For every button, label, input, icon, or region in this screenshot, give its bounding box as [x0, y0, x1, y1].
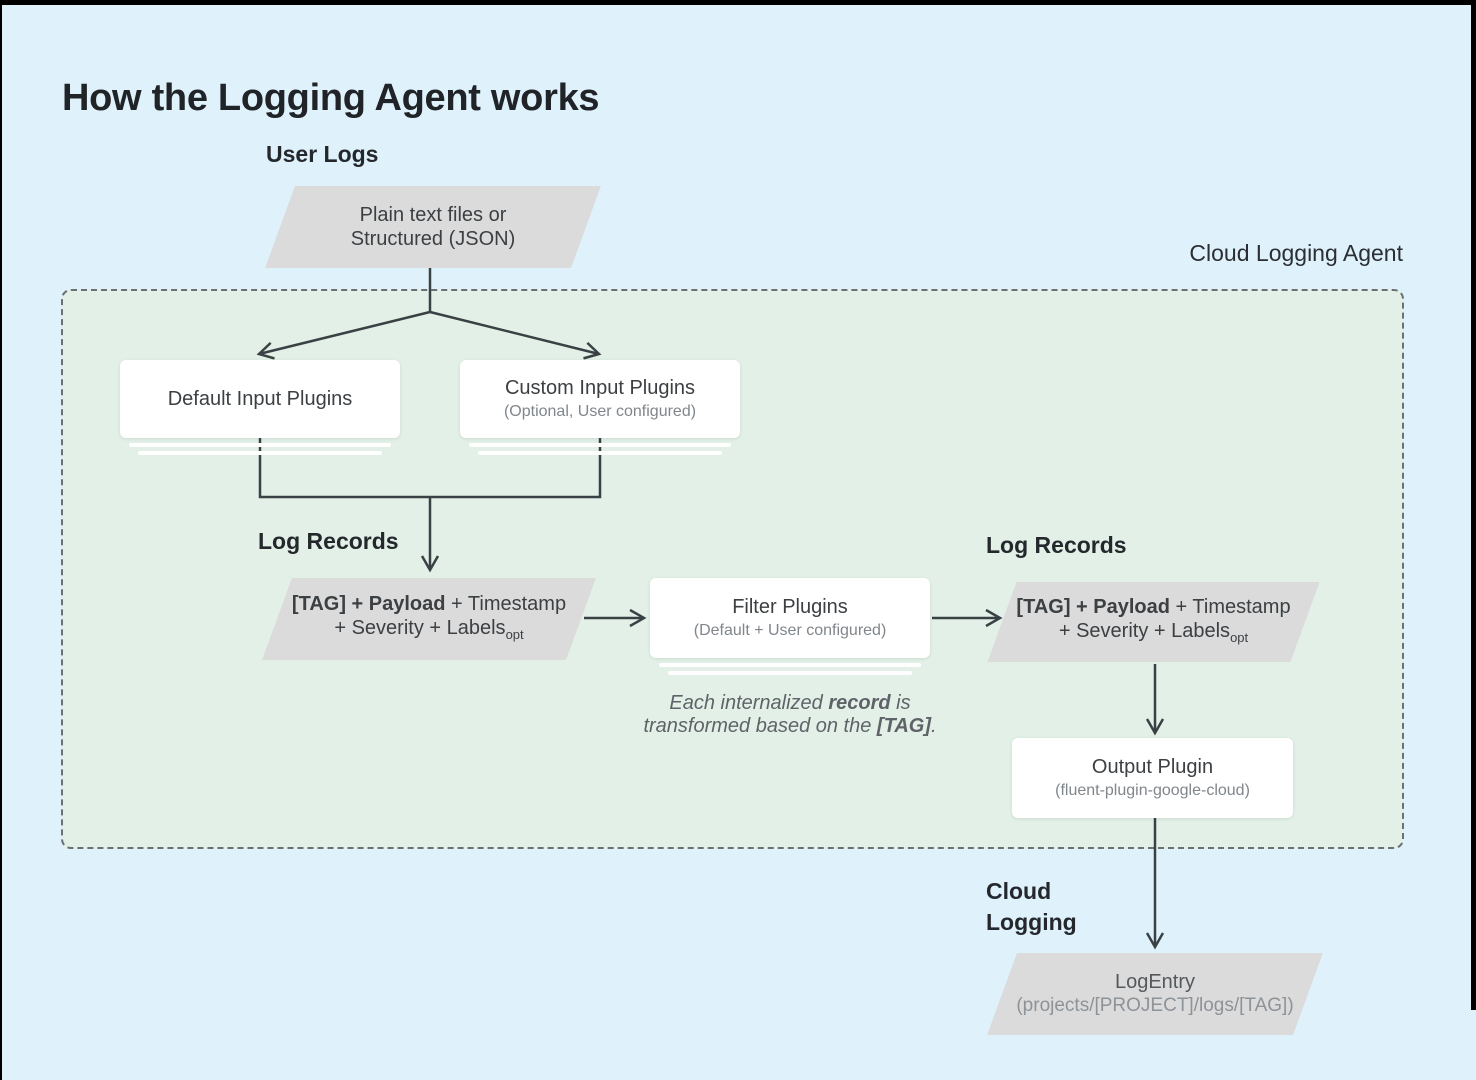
log-record-left-parallelogram: [TAG] + Payload + Timestamp + Severity +… — [262, 578, 596, 660]
log-record-right-rest: + Timestamp — [1169, 595, 1291, 618]
stack-line — [478, 451, 722, 455]
output-plugin-subtitle: (fluent-plugin-google-cloud) — [1055, 782, 1250, 799]
user-logs-source-parallelogram: Plain text files or Structured (JSON) — [265, 186, 601, 268]
filter-plugins-subtitle: (Default + User configured) — [693, 622, 887, 639]
output-plugin-box: Output Plugin (fluent-plugin-google-clou… — [1012, 738, 1293, 818]
transformation-note: Each internalized record is transformed … — [625, 692, 955, 738]
window-frame-top — [0, 0, 1476, 5]
transformation-note-line2: transformed based on the [TAG]. — [625, 715, 955, 738]
note-text: is — [890, 692, 911, 714]
log-record-right-line1: [TAG] + Payload + Timestamp — [1016, 595, 1290, 619]
custom-input-plugins-title: Custom Input Plugins — [504, 377, 696, 399]
filter-plugins-title: Filter Plugins — [732, 596, 848, 618]
custom-input-plugins-subtitle: (Optional, User configured) — [503, 403, 697, 420]
page-title: How the Logging Agent works — [62, 77, 600, 120]
log-record-left-rest: + Timestamp — [445, 592, 567, 615]
note-bold-tag: [TAG] — [876, 715, 931, 737]
stack-line — [129, 443, 391, 447]
log-record-right-line2: + Severity + Labelsopt — [1059, 619, 1248, 650]
log-entry-parallelogram: LogEntry (projects/[PROJECT]/logs/[TAG]) — [987, 953, 1323, 1035]
cloud-logging-agent-label: Cloud Logging Agent — [1189, 240, 1403, 266]
cloud-logging-label: Cloud Logging — [986, 878, 1077, 935]
log-record-left-line2: + Severity + Labelsopt — [334, 616, 523, 647]
log-record-right-parallelogram: [TAG] + Payload + Timestamp + Severity +… — [987, 582, 1320, 662]
window-frame-right — [1471, 0, 1476, 1010]
window-frame-left — [0, 0, 2, 1080]
arrow-split-to-custom-input — [429, 310, 602, 360]
arrow-split-to-default-input — [256, 310, 431, 360]
log-entry-subtitle: (projects/[PROJECT]/logs/[TAG]) — [1016, 995, 1294, 1016]
user-logs-source-line1: Plain text files or — [359, 204, 507, 226]
default-input-plugins-title: Default Input Plugins — [167, 387, 353, 410]
log-record-right-bold: [TAG] + Payload — [1016, 595, 1170, 618]
stack-line — [469, 443, 731, 447]
stack-line — [138, 451, 382, 455]
stack-line — [659, 663, 921, 667]
log-record-left-bold: [TAG] + Payload — [291, 592, 446, 615]
log-record-left-subscript: opt — [505, 626, 524, 642]
custom-input-plugins-box: Custom Input Plugins (Optional, User con… — [460, 360, 740, 438]
transformation-note-line1: Each internalized record is — [625, 692, 955, 715]
log-record-right-line2-text: + Severity + Labels — [1058, 619, 1231, 642]
log-record-right-subscript: opt — [1230, 629, 1249, 645]
note-text: transformed based on the — [643, 715, 877, 737]
filter-plugins-box: Filter Plugins (Default + User configure… — [650, 578, 930, 658]
stack-line — [668, 671, 912, 675]
output-plugin-title: Output Plugin — [1091, 756, 1214, 778]
note-bold-record: record — [828, 692, 891, 714]
user-logs-label: User Logs — [266, 141, 379, 167]
log-records-right-label: Log Records — [986, 532, 1127, 558]
log-record-left-line1: [TAG] + Payload + Timestamp — [292, 592, 566, 616]
log-entry-title: LogEntry — [1114, 971, 1196, 993]
log-records-left-label: Log Records — [258, 528, 399, 554]
log-record-left-line2-text: + Severity + Labels — [334, 616, 506, 639]
default-input-plugins-box: Default Input Plugins — [120, 360, 400, 438]
note-text: Each internalized — [669, 692, 829, 714]
note-text: . — [930, 715, 937, 737]
user-logs-source-line2: Structured (JSON) — [350, 228, 516, 250]
